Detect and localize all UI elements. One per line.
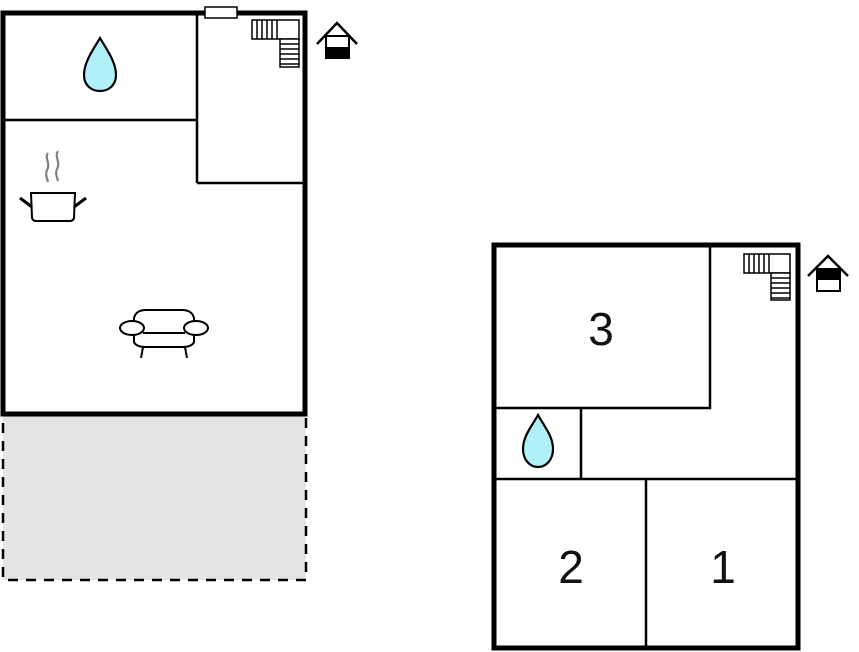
house-ground-floor-icon <box>316 21 358 59</box>
ground-floor-outer-wall <box>0 10 308 417</box>
sofa-icon <box>119 309 209 359</box>
room-label-1: 1 <box>710 541 736 593</box>
room-label-2: 2 <box>558 541 584 593</box>
staircase-icon <box>251 19 300 68</box>
water-drop-icon <box>521 412 555 469</box>
water-drop-icon <box>82 35 118 93</box>
terrace-area <box>1 413 308 582</box>
room-label-3: 3 <box>588 303 614 355</box>
ground-floor-plan <box>0 6 358 582</box>
upper-floor-plan: 3 2 1 <box>491 242 849 651</box>
house-upper-floor-icon <box>807 254 849 292</box>
upper-floor-outer-wall <box>491 242 801 651</box>
cooking-pot-icon <box>19 150 87 222</box>
staircase-icon <box>743 253 791 301</box>
window-marker <box>204 6 238 19</box>
